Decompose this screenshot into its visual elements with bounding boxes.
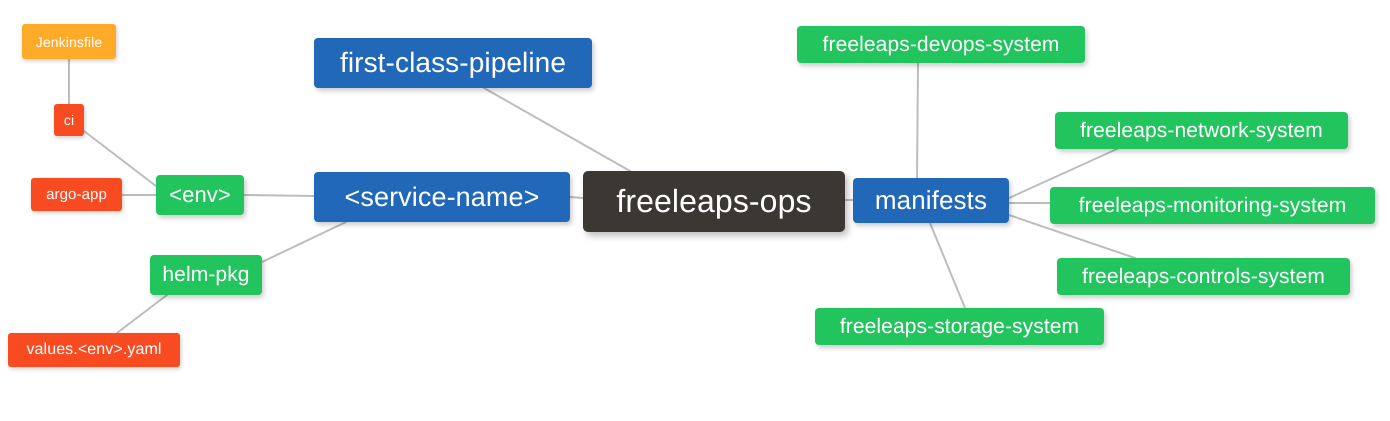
node-freeleaps-controls-system[interactable]: freeleaps-controls-system: [1057, 258, 1350, 295]
edge-first-class-pipeline-to-freeleaps-ops: [483, 87, 631, 172]
node-jenkinsfile[interactable]: Jenkinsfile: [22, 24, 116, 59]
node-values-yaml[interactable]: values.<env>.yaml: [8, 333, 180, 367]
node-freeleaps-devops-system[interactable]: freeleaps-devops-system: [797, 26, 1085, 63]
edge-manifests-to-freeleaps-devops-system: [916, 62, 919, 179]
node-freeleaps-ops[interactable]: freeleaps-ops: [583, 171, 845, 232]
edge-helm-pkg-to-values-yaml: [116, 294, 168, 334]
node-first-class-pipeline[interactable]: first-class-pipeline: [314, 38, 592, 88]
node-freeleaps-monitoring-system[interactable]: freeleaps-monitoring-system: [1050, 187, 1375, 224]
node-argo-app[interactable]: argo-app: [31, 178, 122, 211]
node-helm-pkg[interactable]: helm-pkg: [150, 255, 262, 295]
node-env[interactable]: <env>: [156, 175, 244, 215]
node-service-name[interactable]: <service-name>: [314, 172, 570, 222]
edge-service-name-to-freeleaps-ops: [569, 196, 584, 199]
node-manifests[interactable]: manifests: [853, 178, 1009, 223]
node-ci[interactable]: ci: [54, 104, 84, 136]
node-freeleaps-network-system[interactable]: freeleaps-network-system: [1055, 112, 1348, 149]
edge-env-to-service-name: [243, 194, 315, 197]
edge-service-name-to-helm-pkg: [261, 221, 347, 263]
node-freeleaps-storage-system[interactable]: freeleaps-storage-system: [815, 308, 1104, 345]
edge-manifests-to-freeleaps-storage-system: [929, 222, 966, 309]
